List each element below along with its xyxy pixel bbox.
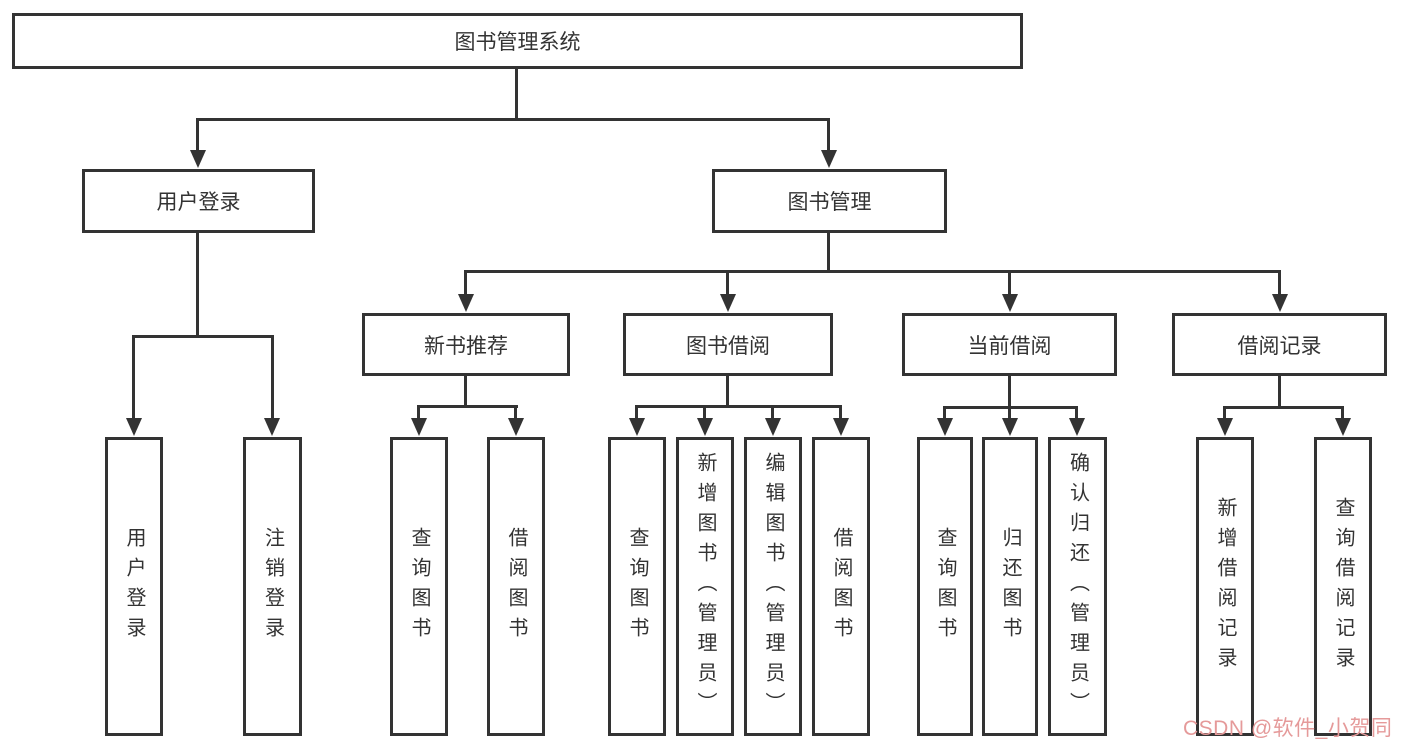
connector-stem-records — [1278, 270, 1281, 296]
node-root-label: 图书管理系统 — [454, 31, 581, 54]
csdn-watermark: CSDN @软件_小贺同学 — [1183, 717, 1393, 740]
node-new-book-recommend: 新书推荐 — [362, 313, 570, 376]
leaf-borrow-query-label: 查询图书 — [626, 526, 648, 647]
arrow-down-icon — [937, 418, 953, 436]
leaf-user-login-label: 用户登录 — [123, 526, 145, 647]
connector-stem-br-query — [1341, 406, 1344, 420]
node-new-book-recommend-label: 新书推荐 — [424, 334, 508, 358]
arrow-down-icon — [458, 294, 474, 312]
arrow-down-icon — [821, 150, 837, 168]
connector-stem-bb-query — [635, 405, 638, 420]
connector-bookmgmt-stub — [827, 233, 830, 270]
node-current-borrow-label: 当前借阅 — [967, 334, 1052, 358]
connector-records-stub — [1278, 376, 1281, 406]
leaf-newbook-borrow-label: 借阅图书 — [505, 526, 527, 647]
leaf-newbook-query-label: 查询图书 — [408, 526, 430, 647]
leaf-newbook-query: 查询图书 — [390, 437, 448, 736]
arrow-down-icon — [1217, 418, 1233, 436]
leaf-current-return-label: 归还图书 — [999, 526, 1021, 647]
connector-stem-current — [1008, 270, 1011, 296]
connector-stem-nb-borrow — [514, 405, 517, 420]
leaf-current-confirm-return-label: 确认归还（管理员） — [1066, 451, 1089, 722]
leaf-borrow-edit-book: 编辑图书（管理员） — [744, 437, 802, 736]
leaf-current-query-label: 查询图书 — [934, 526, 956, 647]
connector-userlogin-stub — [196, 233, 199, 335]
connector-stem-cb-return — [1008, 406, 1011, 420]
arrow-down-icon — [697, 418, 713, 436]
arrow-down-icon — [264, 418, 280, 436]
leaf-records-add: 新增借阅记录 — [1196, 437, 1254, 736]
connector-stem-login — [132, 335, 135, 420]
arrow-down-icon — [190, 150, 206, 168]
node-user-login-label: 用户登录 — [156, 191, 241, 214]
leaf-current-confirm-return: 确认归还（管理员） — [1048, 437, 1107, 736]
node-user-login: 用户登录 — [82, 169, 315, 233]
connector-root-rail — [197, 118, 830, 121]
connector-stem-cb-confirm — [1075, 406, 1078, 420]
connector-stem-br-add — [1223, 406, 1226, 420]
arrow-down-icon — [126, 418, 142, 436]
leaf-logout-label: 注销登录 — [261, 526, 284, 647]
connector-stem-bb-add — [703, 405, 706, 420]
leaf-borrow-borrow-book-label: 借阅图书 — [830, 526, 852, 647]
leaf-borrow-borrow-book: 借阅图书 — [812, 437, 870, 736]
connector-stem-bb-borrow — [839, 405, 842, 420]
arrow-down-icon — [411, 418, 427, 436]
leaf-records-add-label: 新增借阅记录 — [1214, 496, 1236, 677]
node-borrow-records: 借阅记录 — [1172, 313, 1387, 376]
arrow-down-icon — [1002, 294, 1018, 312]
leaf-current-return: 归还图书 — [982, 437, 1038, 736]
node-book-management: 图书管理 — [712, 169, 947, 233]
node-book-borrow: 图书借阅 — [623, 313, 833, 376]
leaf-logout: 注销登录 — [243, 437, 302, 736]
connector-current-rail — [944, 406, 1078, 409]
connector-stem-cb-query — [943, 406, 946, 420]
connector-stem-bb-edit — [771, 405, 774, 420]
connector-borrow-rail — [636, 405, 842, 408]
connector-borrow-stub — [726, 376, 729, 405]
arrow-down-icon — [1002, 418, 1018, 436]
connector-stem-nb-query — [417, 405, 420, 420]
connector-newbooks-rail — [418, 405, 518, 408]
leaf-borrow-add-book: 新增图书（管理员） — [676, 437, 734, 736]
arrow-down-icon — [765, 418, 781, 436]
connector-stem-newbooks — [464, 270, 467, 296]
connector-stem-logout — [271, 335, 274, 420]
node-root: 图书管理系统 — [12, 13, 1023, 69]
leaf-current-query: 查询图书 — [917, 437, 973, 736]
connector-stem-book-mgmt — [827, 118, 830, 152]
leaf-borrow-edit-book-label: 编辑图书（管理员） — [762, 451, 784, 722]
leaf-borrow-add-book-label: 新增图书（管理员） — [694, 451, 716, 722]
leaf-records-query-label: 查询借阅记录 — [1332, 496, 1354, 677]
arrow-down-icon — [508, 418, 524, 436]
node-current-borrow: 当前借阅 — [902, 313, 1117, 376]
connector-newbooks-stub — [464, 376, 467, 405]
connector-current-stub — [1008, 376, 1011, 406]
arrow-down-icon — [629, 418, 645, 436]
node-borrow-records-label: 借阅记录 — [1237, 334, 1322, 358]
leaf-user-login: 用户登录 — [105, 437, 163, 736]
connector-stem-user-login — [196, 118, 199, 152]
arrow-down-icon — [833, 418, 849, 436]
node-book-borrow-label: 图书借阅 — [686, 334, 770, 358]
arrow-down-icon — [1335, 418, 1351, 436]
connector-userlogin-rail — [133, 335, 274, 338]
arrow-down-icon — [1272, 294, 1288, 312]
node-book-management-label: 图书管理 — [787, 191, 872, 214]
leaf-records-query: 查询借阅记录 — [1314, 437, 1372, 736]
leaf-newbook-borrow: 借阅图书 — [487, 437, 545, 736]
connector-bookmgmt-rail — [465, 270, 1281, 273]
connector-root-stub — [515, 69, 518, 118]
arrow-down-icon — [1069, 418, 1085, 436]
arrow-down-icon — [720, 294, 736, 312]
leaf-borrow-query: 查询图书 — [608, 437, 666, 736]
connector-stem-borrow — [726, 270, 729, 296]
connector-records-rail — [1224, 406, 1344, 409]
